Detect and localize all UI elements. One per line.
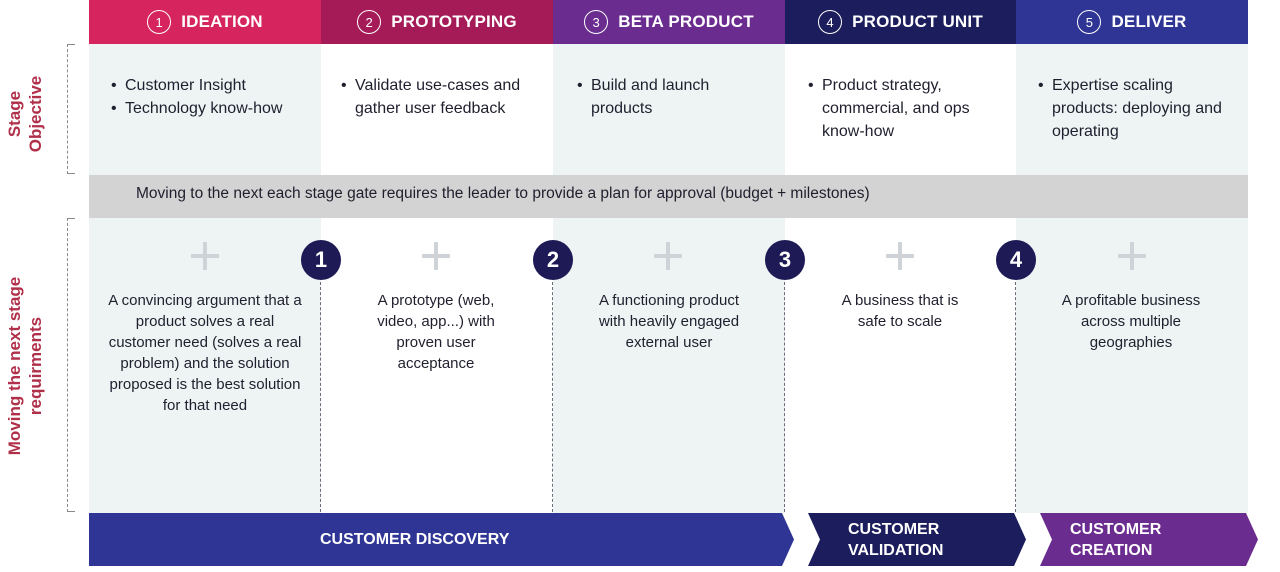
requirement-ideation: A convincing argument that a product sol… [108, 292, 302, 414]
requirement-deliver: A profitable business across multiple ge… [1061, 292, 1201, 351]
requirement-product-unit: A business that is safe to scale [841, 292, 959, 330]
gate-divider-4 [1015, 282, 1016, 512]
objective-ideation: Customer Insight Technology know-how [111, 74, 311, 120]
stage-label: PROTOTYPING [391, 12, 517, 31]
plus-icon [416, 236, 456, 276]
objective-item: Product strategy, commercial, and ops kn… [808, 74, 998, 143]
requirements-bracket-bottom [67, 511, 75, 512]
plus-icon [1112, 236, 1152, 276]
gate-divider-2 [552, 282, 553, 512]
stage-number: 4 [818, 10, 843, 34]
objective-product-unit: Product strategy, commercial, and ops kn… [808, 74, 998, 143]
gate-banner [89, 175, 1248, 218]
phase-label-discovery: CUSTOMER DISCOVERY [320, 530, 510, 548]
stage-header-deliver: 5 DELIVER [1016, 0, 1248, 44]
objective-item: Technology know-how [111, 97, 311, 120]
objective-prototyping: Validate use-cases and gather user feedb… [341, 74, 546, 120]
stage-header-beta-product: 3 BETA PRODUCT [553, 0, 785, 44]
phase-label-validation: CUSTOMER VALIDATION [848, 513, 988, 566]
gate-divider-3 [784, 282, 785, 512]
objective-bracket [67, 44, 68, 174]
plus-icon [880, 236, 920, 276]
requirement-beta-product: A functioning product with heavily engag… [598, 292, 740, 351]
gate-marker-2: 2 [533, 240, 573, 280]
stage-label: BETA PRODUCT [618, 12, 754, 31]
objective-item: Customer Insight [111, 74, 311, 97]
gate-marker-3: 3 [765, 240, 805, 280]
stage-number: 3 [584, 10, 609, 34]
stage-number: 5 [1077, 10, 1102, 34]
phase-arrow-validation [808, 513, 1026, 566]
requirements-bracket [67, 218, 68, 512]
phase-label-creation: CUSTOMER CREATION [1070, 513, 1210, 566]
phase-label-validation-text: CUSTOMER VALIDATION [848, 520, 944, 559]
objective-bracket-bottom [67, 173, 75, 174]
plus-icon [648, 236, 688, 276]
requirements-bracket-top [67, 218, 75, 219]
stage-header-ideation: 1 IDEATION [89, 0, 321, 44]
gate-divider-1 [320, 282, 321, 512]
phase-arrow-discovery [89, 513, 794, 566]
plus-icon [185, 236, 225, 276]
stage-number: 2 [357, 10, 382, 34]
objective-item: Build and launch products [577, 74, 737, 120]
stage-label: PRODUCT UNIT [852, 12, 983, 31]
gate-banner-text: Moving to the next each stage gate requi… [136, 185, 870, 202]
stage-header-product-unit: 4 PRODUCT UNIT [785, 0, 1016, 44]
stage-header-prototyping: 2 PROTOTYPING [321, 0, 553, 44]
objective-item: Validate use-cases and gather user feedb… [341, 74, 546, 120]
stage-label: DELIVER [1111, 12, 1187, 31]
objective-beta-product: Build and launch products [577, 74, 737, 120]
gate-marker-1: 1 [301, 240, 341, 280]
phase-arrow-creation [1040, 513, 1258, 566]
objective-deliver: Expertise scaling products: deploying an… [1038, 74, 1228, 143]
objective-item: Expertise scaling products: deploying an… [1038, 74, 1228, 143]
stage-number: 1 [147, 10, 172, 34]
requirement-prototyping: A prototype (web, video, app...) with pr… [377, 292, 495, 372]
gate-marker-4: 4 [996, 240, 1036, 280]
stage-label: IDEATION [181, 12, 263, 31]
phase-label-creation-text: CUSTOMER CREATION [1070, 520, 1162, 559]
objective-bracket-top [67, 44, 75, 45]
